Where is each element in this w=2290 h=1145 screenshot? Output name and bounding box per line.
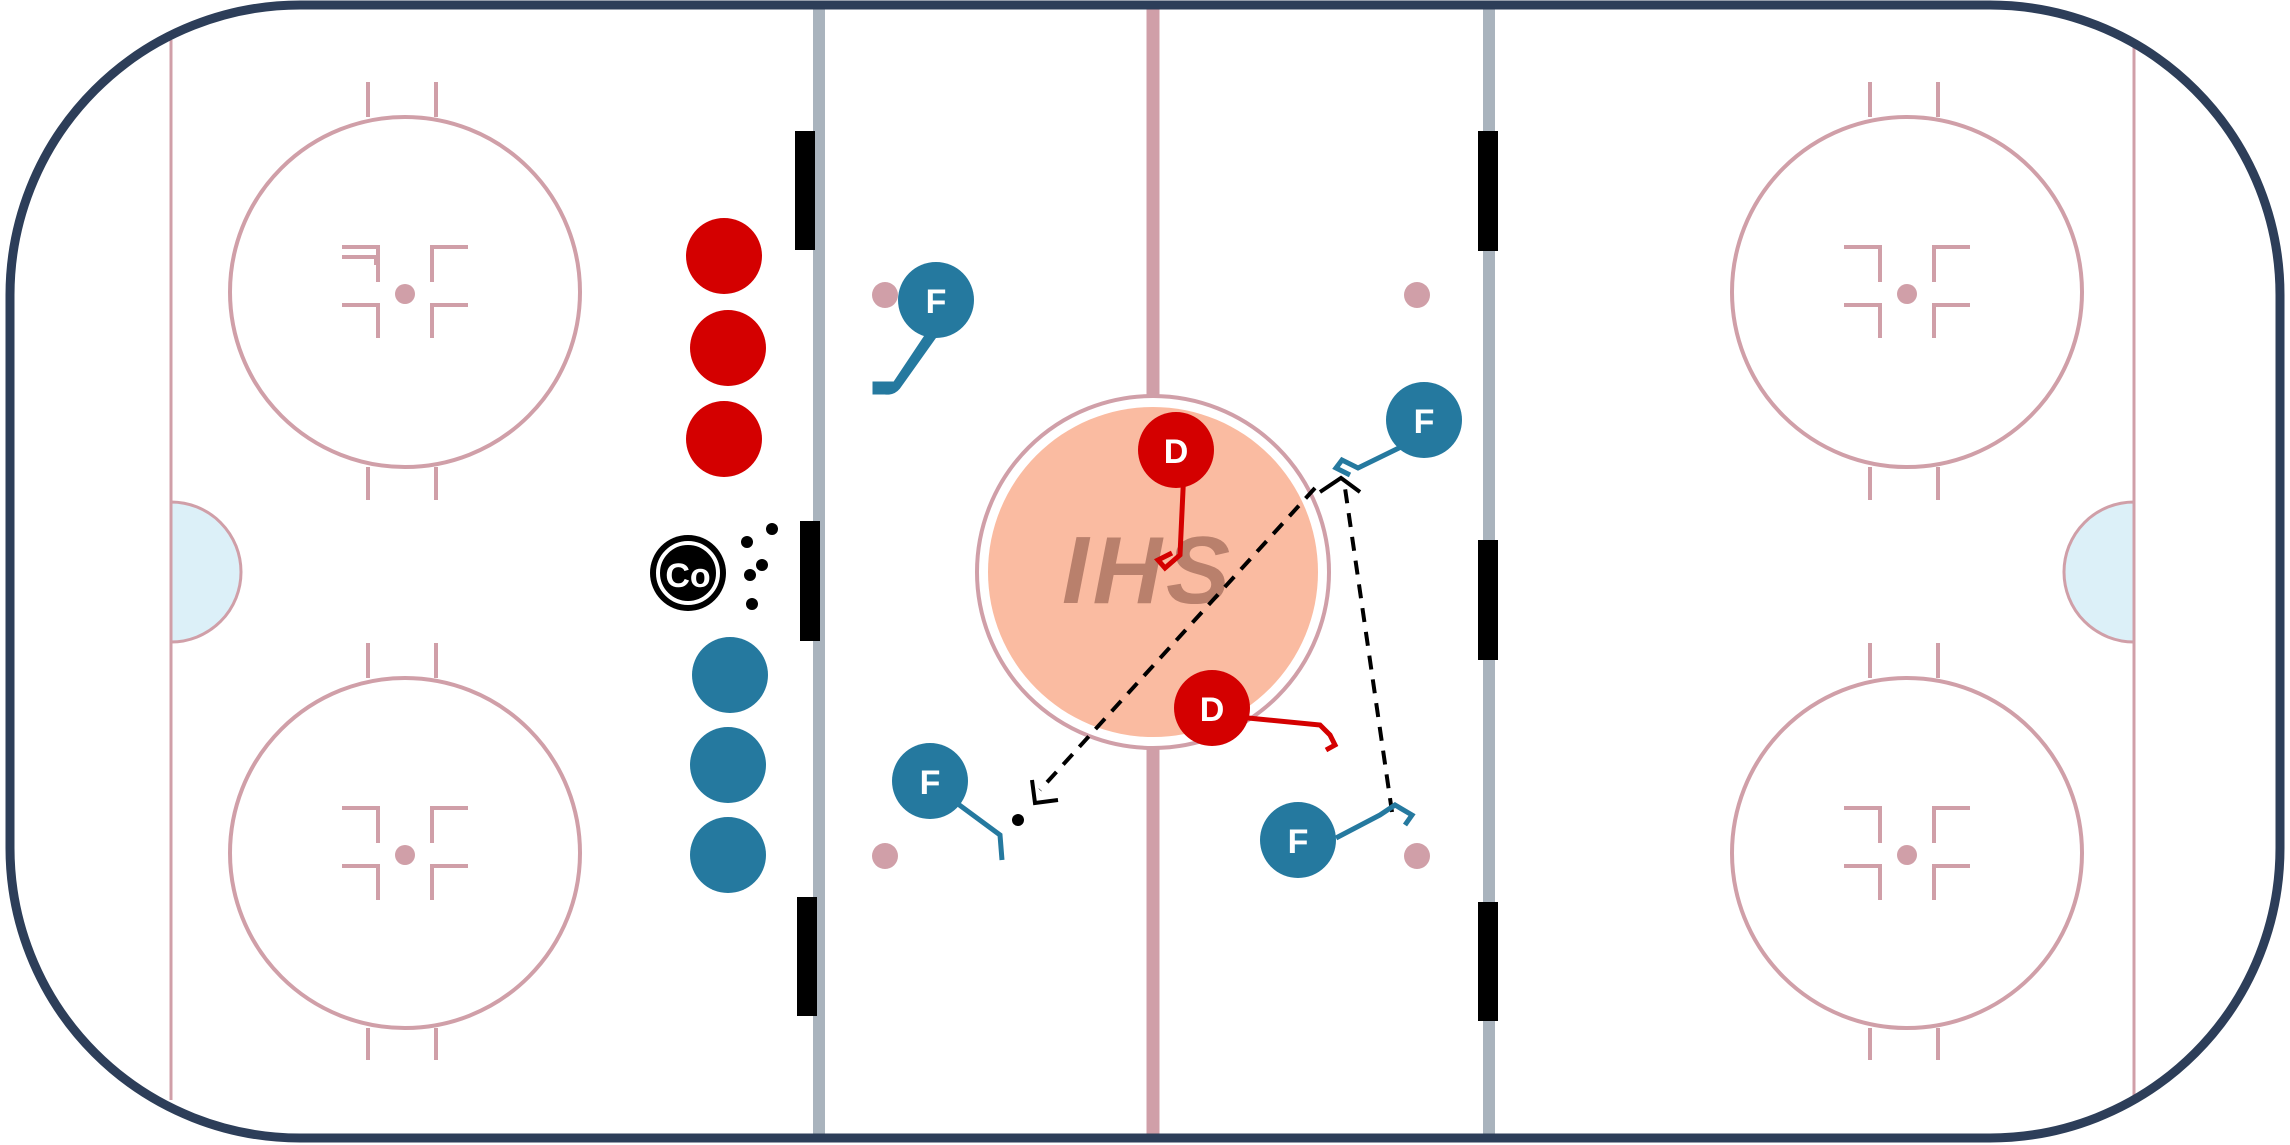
defense-player: D: [1138, 412, 1214, 488]
bench-gate: [797, 897, 817, 1016]
pass-arrow-icon: [1318, 475, 1362, 494]
rink-boards: [5, 0, 2285, 1143]
center-spot: [988, 407, 1318, 737]
svg-text:D: D: [1200, 691, 1225, 729]
rink-logo: IHS: [1062, 517, 1234, 624]
hockey-stick-icon: [1153, 446, 1188, 572]
player-disc-icon: [686, 218, 762, 294]
faceoff-circle-bottom-right: [1730, 643, 2084, 1060]
puck-icon: [741, 536, 753, 548]
puck-icon: [1012, 814, 1024, 826]
puck-icon: [756, 559, 768, 571]
puck-icon: [766, 523, 778, 535]
faceoff-circle-top-right: [1730, 82, 2084, 500]
faceoff-circle-bottom-left: [228, 643, 582, 1060]
svg-text:F: F: [926, 283, 947, 321]
hockey-stick-icon: [872, 331, 938, 395]
goal-crease-left: [169, 500, 243, 644]
bench-gate: [1478, 131, 1498, 251]
svg-text:F: F: [1414, 403, 1435, 441]
player-disc-icon: [692, 637, 768, 713]
svg-text:D: D: [1164, 433, 1189, 471]
forward-player: F: [898, 262, 974, 338]
player-disc-icon: [690, 727, 766, 803]
skate-path: [1343, 487, 1394, 813]
faceoff-dot: [395, 845, 415, 865]
bench-gate: [1478, 540, 1498, 660]
defense-player: D: [1174, 670, 1250, 746]
player-disc-icon: [686, 401, 762, 477]
player-disc-icon: [690, 817, 766, 893]
goal-crease-right: [2062, 500, 2136, 644]
neutral-dot: [1404, 282, 1430, 308]
coach-marker: Co: [650, 535, 726, 611]
coach-label: Co: [665, 557, 710, 595]
svg-text:F: F: [1288, 823, 1309, 861]
neutral-dot: [1404, 843, 1430, 869]
neutral-dot: [872, 282, 898, 308]
pass-arrow-icon: [1030, 779, 1059, 806]
forward-player: F: [892, 743, 968, 819]
hockey-stick-icon: [1247, 715, 1339, 753]
puck-icon: [744, 569, 756, 581]
neutral-dot: [872, 843, 898, 869]
bench-gate: [795, 131, 815, 250]
faceoff-dot: [1897, 284, 1917, 304]
forward-player: F: [1260, 802, 1336, 878]
hockey-stick-icon: [956, 801, 1005, 861]
puck-icon: [746, 598, 758, 610]
faceoff-circle-top-left: [228, 82, 582, 500]
player-disc-icon: [690, 310, 766, 386]
bench-gate: [800, 521, 820, 641]
forward-player: F: [1386, 382, 1462, 458]
faceoff-dot: [395, 284, 415, 304]
hockey-stick-icon: [1332, 442, 1407, 478]
pass-arrow-icon: [1038, 486, 1317, 792]
faceoff-dot: [1897, 845, 1917, 865]
hockey-stick-icon: [1334, 802, 1416, 841]
bench-gate: [1478, 902, 1498, 1021]
svg-text:F: F: [920, 764, 941, 802]
